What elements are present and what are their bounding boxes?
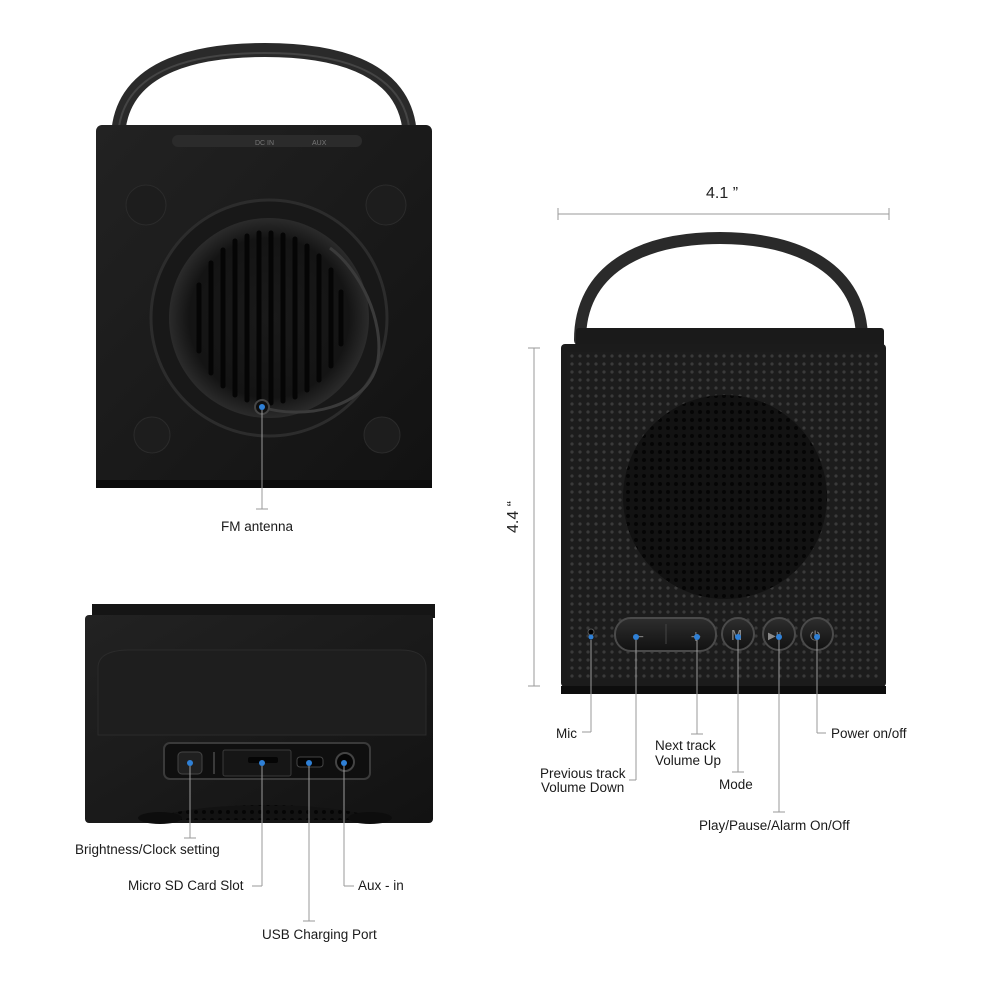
bottom-grill xyxy=(150,805,380,820)
volume-down-label: Volume Down xyxy=(541,780,625,795)
height-dimension-label: 4.4 “ xyxy=(505,500,523,534)
mode-dot xyxy=(735,634,741,640)
back-foot xyxy=(125,184,167,226)
bottom-top-lip xyxy=(92,604,435,618)
bottom-handle-band xyxy=(97,649,427,736)
next-dot xyxy=(694,634,700,640)
mode-label: Mode xyxy=(719,777,753,792)
dc-in-mark: DC IN xyxy=(255,140,274,147)
play-pause-label: Play/Pause/Alarm On/Off xyxy=(699,818,850,833)
brightness-dot xyxy=(187,760,193,766)
front-view: − + M ▶II ⏻ xyxy=(528,208,890,813)
previous-track-label: Previous track xyxy=(540,766,626,781)
mic-label: Mic xyxy=(556,726,577,741)
micro-sd-label: Micro SD Card Slot xyxy=(128,878,244,893)
aux-dot xyxy=(341,760,347,766)
bottom-view xyxy=(85,604,435,922)
front-handle xyxy=(574,231,868,346)
usb-charging-label: USB Charging Port xyxy=(262,927,377,942)
fm-antenna-dot xyxy=(259,404,265,410)
brightness-clock-label: Brightness/Clock setting xyxy=(75,842,220,857)
aux-mark: AUX xyxy=(312,140,327,147)
back-foot xyxy=(365,184,407,226)
back-handle xyxy=(111,42,417,147)
mic-dot xyxy=(588,634,594,640)
next-track-label: Next track xyxy=(655,738,716,753)
sd-slot-dot xyxy=(259,760,265,766)
aux-in-label: Aux - in xyxy=(358,878,404,893)
power-dot xyxy=(814,634,820,640)
play-glyph: ▶II xyxy=(768,631,782,642)
power-label: Power on/off xyxy=(831,726,907,741)
mic-hole xyxy=(587,628,595,636)
prev-dot xyxy=(633,634,639,640)
width-dimension-label: 4.1 ” xyxy=(706,185,739,202)
fm-antenna-wire xyxy=(261,246,381,414)
fm-antenna-label: FM antenna xyxy=(221,519,294,534)
front-speaker-area xyxy=(623,395,827,599)
back-vent-slots xyxy=(196,230,344,406)
volume-up-label: Volume Up xyxy=(655,753,722,768)
play-dot xyxy=(776,634,782,640)
usb-dot xyxy=(306,760,312,766)
back-top-panel xyxy=(172,135,362,147)
back-view: DC IN AUX xyxy=(96,42,432,510)
back-foot xyxy=(133,416,171,454)
back-foot xyxy=(363,416,401,454)
